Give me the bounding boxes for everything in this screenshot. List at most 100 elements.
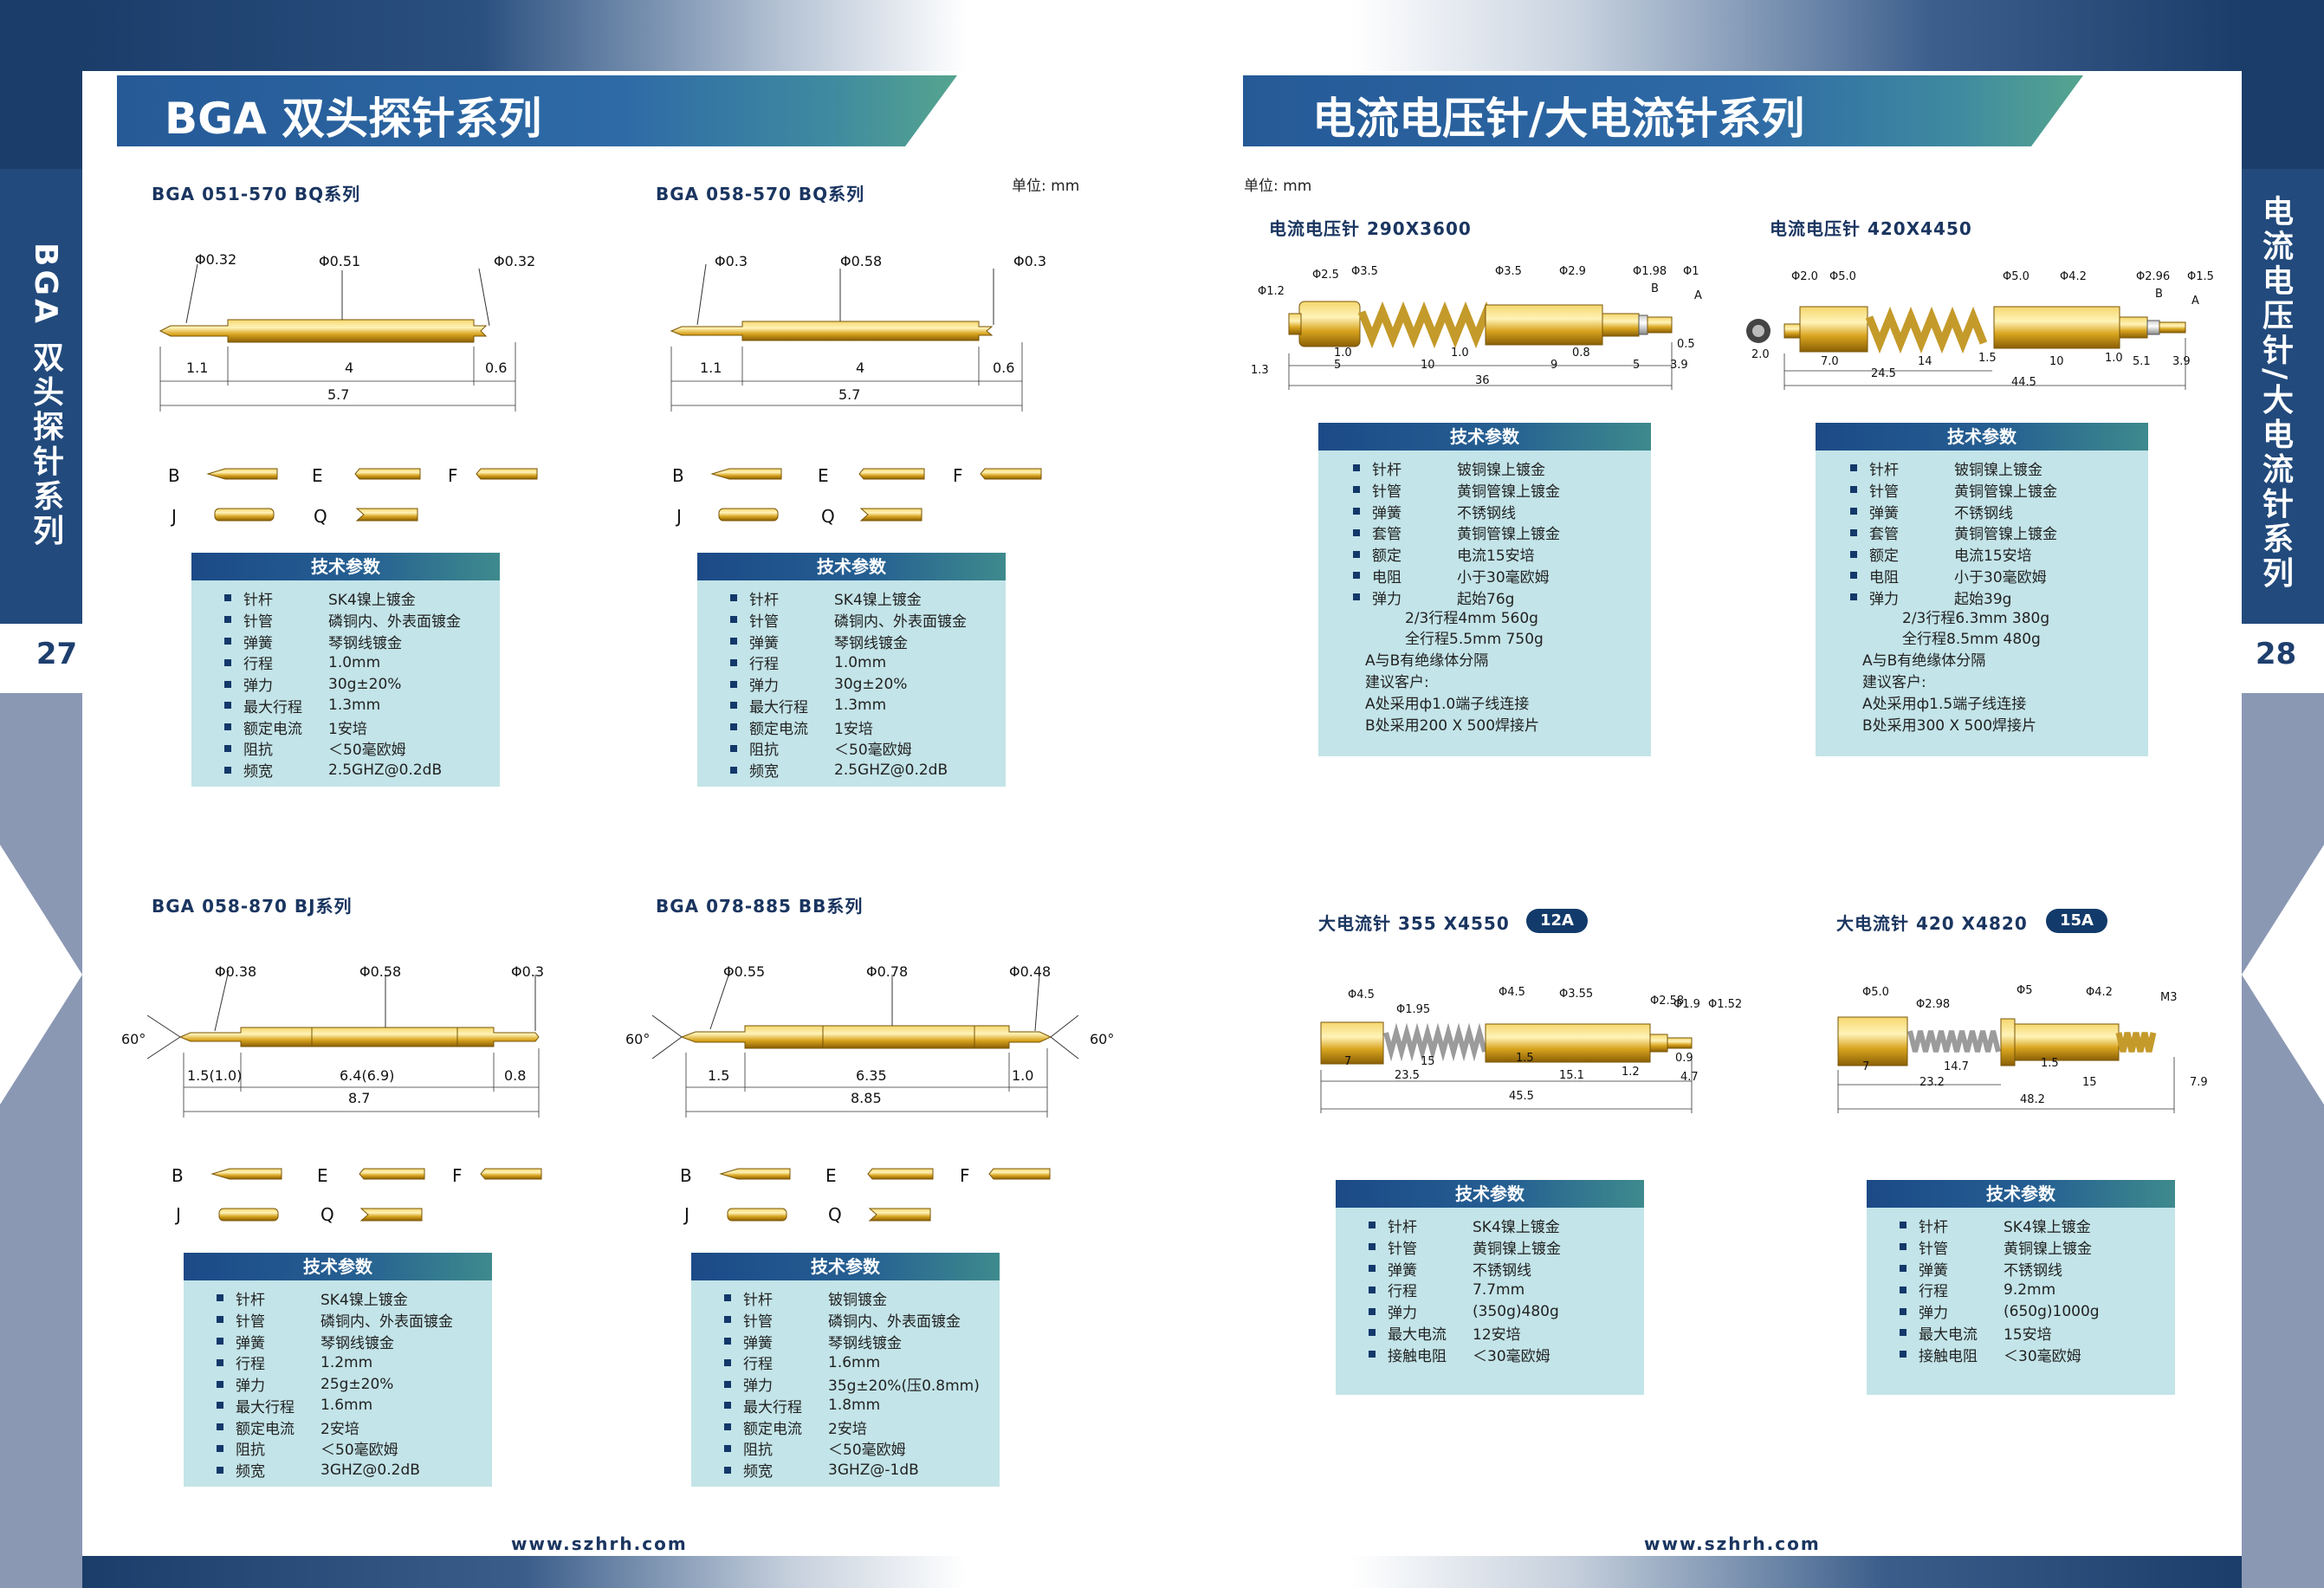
spec-key: 弹力 <box>743 1377 773 1396</box>
dim-label: 0.8 <box>1572 347 1590 360</box>
bullet-icon <box>724 1402 731 1410</box>
dim-label: 14 <box>1918 355 1932 368</box>
spec-key: 最大行程 <box>243 698 302 716</box>
bullet-icon <box>724 1380 731 1388</box>
dim-label: Φ2.98 <box>1916 998 1951 1011</box>
spec-value: 25g±20% <box>320 1375 394 1393</box>
spec-value: 琴钢线镀金 <box>328 634 402 652</box>
spec-key: 弹力 <box>749 677 779 696</box>
spec-value: 不锈钢线 <box>1473 1261 1531 1280</box>
spec-row: 弹簧不锈钢线 <box>1353 501 1651 522</box>
dim-label: 1.5 <box>1516 1052 1534 1065</box>
spec-value: 30g±20% <box>834 675 908 693</box>
spec-key: 行程 <box>743 1356 773 1374</box>
spec-row: 针管黄铜管镍上镀金 <box>1353 479 1651 501</box>
spec-value: (650g)1000g <box>2004 1302 2100 1320</box>
bullet-icon <box>730 702 737 710</box>
spec-header: 技术参数 <box>1336 1180 1644 1208</box>
website-right[interactable]: www.szhrh.com <box>1644 1533 1821 1554</box>
product-title: BGA 058-570 BQ系列 <box>656 184 865 204</box>
dim-label: 1.2 <box>1622 1066 1640 1079</box>
bullet-icon <box>724 1466 731 1474</box>
dim-label: Φ1.2 <box>1258 285 1285 298</box>
spec-key: 弹簧 <box>749 634 779 652</box>
spec-key: 接触电阻 <box>1919 1347 1978 1365</box>
spec-table: 技术参数 针杆铍铜镍上镀金针管黄铜管镍上镀金弹簧不锈钢线套管黄铜管镍上镀金额定电… <box>1318 423 1651 756</box>
bullet-icon <box>1353 528 1360 536</box>
bullet-icon <box>724 1316 731 1324</box>
probe-diagram <box>670 263 1023 412</box>
bullet-icon <box>1353 550 1360 558</box>
bullet-icon <box>217 1337 223 1345</box>
bullet-icon <box>1850 572 1857 580</box>
bullet-icon <box>1900 1286 1906 1293</box>
unit-label-left: 单位: mm <box>1012 178 1080 195</box>
tip-type-label: B <box>168 465 180 486</box>
probe-diagram <box>159 263 516 412</box>
probe-diagram <box>1320 1021 1693 1113</box>
spec-key: 针杆 <box>1388 1218 1417 1236</box>
spec-value: SK4镍上镀金 <box>328 591 416 609</box>
spec-row: 套管黄铜管镍上镀金 <box>1353 522 1651 543</box>
spec-note: 建议客户: <box>1862 673 1926 691</box>
spec-key: 最大电流 <box>1388 1325 1447 1344</box>
spec-value: (350g)480g <box>1473 1302 1559 1320</box>
spec-row: 针管磷铜内、外表面镀金 <box>724 1309 1000 1331</box>
spec-value: 黄铜管镍上镀金 <box>1954 483 2057 501</box>
dim-label: Φ5.0 <box>1829 270 1856 283</box>
tip-type-label: E <box>825 1165 837 1186</box>
spec-key: 针管 <box>243 613 273 631</box>
probe-diagram <box>1746 306 2186 390</box>
spec-value: 小于30毫欧姆 <box>1457 568 1550 587</box>
spec-key: 频宽 <box>243 763 273 781</box>
spec-key: 弹簧 <box>743 1334 773 1352</box>
spec-note: A处采用ф1.5端子线连接 <box>1862 695 2027 713</box>
spec-value: 不锈钢线 <box>1457 504 1516 522</box>
spec-key: 弹簧 <box>236 1334 265 1352</box>
tip-type-label: F <box>953 465 963 486</box>
spec-key: 最大电流 <box>1919 1325 1978 1344</box>
website-left[interactable]: www.szhrh.com <box>511 1533 688 1554</box>
spec-row: 额定电流15安培 <box>1353 543 1651 565</box>
dim-label: 0.8 <box>504 1067 527 1084</box>
spec-key: 电阻 <box>1869 568 1899 587</box>
spec-value: 磷铜内、外表面镀金 <box>320 1313 453 1331</box>
spec-value: 2.5GHZ@0.2dB <box>328 761 443 779</box>
spec-value: 1.0mm <box>834 653 887 671</box>
dim-label: Φ2.5 <box>1312 269 1339 282</box>
spec-key: 额定电流 <box>243 720 302 738</box>
tip-type-diagrams <box>710 468 1042 522</box>
dim-label: 1.1 <box>186 360 209 376</box>
dim-label: Φ0.58 <box>359 963 402 980</box>
spec-value: 1.6mm <box>320 1397 373 1415</box>
bullet-icon <box>724 1294 731 1302</box>
spec-key: 行程 <box>243 656 273 674</box>
spec-header: 技术参数 <box>1816 423 2148 450</box>
dim-label: 5.7 <box>838 386 861 403</box>
spec-row: 针管黄铜镍上镀金 <box>1900 1236 2175 1258</box>
dim-label: 5 <box>1334 359 1342 372</box>
dim-label: 1.5 <box>708 1067 730 1084</box>
dim-label: 0.6 <box>485 360 508 376</box>
spec-value: 1.0mm <box>328 653 381 671</box>
spec-value: 1安培 <box>328 720 367 738</box>
spec-row: 针管黄铜管镍上镀金 <box>1850 479 2148 501</box>
spec-header: 技术参数 <box>184 1253 492 1280</box>
dim-label: Φ0.32 <box>195 251 237 268</box>
spec-key: 最大行程 <box>749 698 808 716</box>
dim-label: 15 <box>1421 1055 1435 1068</box>
bullet-icon <box>224 723 231 731</box>
bullet-icon <box>724 1423 731 1431</box>
spec-row: 弹簧琴钢线镀金 <box>217 1331 492 1352</box>
dim-label: M3 <box>2160 991 2178 1004</box>
spec-value: 琴钢线镀金 <box>828 1334 902 1352</box>
spec-key: 弹力 <box>1869 590 1899 608</box>
bullet-icon <box>730 744 737 752</box>
dim-label: 0.6 <box>993 360 1015 376</box>
spec-row: 接触电阻＜30毫欧姆 <box>1369 1344 1644 1365</box>
